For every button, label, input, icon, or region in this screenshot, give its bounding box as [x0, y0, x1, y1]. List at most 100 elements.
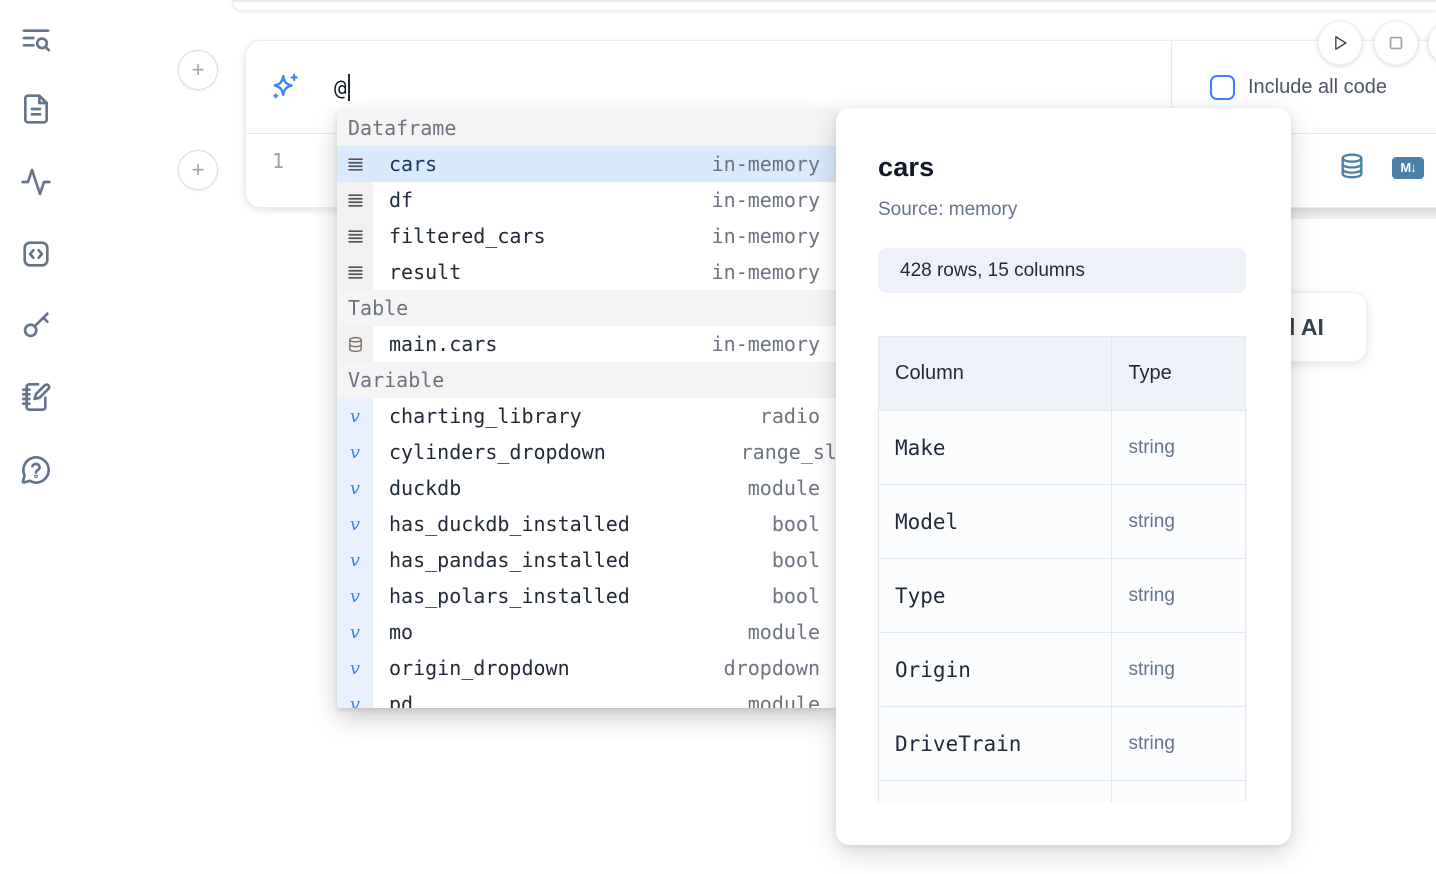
include-all-code-group: Include all code [1171, 41, 1436, 133]
dataframe-icon [337, 182, 373, 218]
prompt-text: @ [334, 75, 347, 100]
item-name: df [389, 188, 414, 212]
item-name: filtered_cars [389, 224, 546, 248]
variable-icon: v [337, 470, 373, 506]
ai-button-label: l AI [1289, 313, 1324, 340]
code-editor-row[interactable]: 1 M↓ [246, 134, 1436, 208]
autocomplete-item[interactable]: result in-memory [337, 254, 836, 290]
autocomplete-section-header: Dataframe [337, 110, 836, 146]
variable-icon: v [337, 542, 373, 578]
dataframe-icon [337, 218, 373, 254]
autocomplete-item[interactable]: main.cars in-memory [337, 326, 836, 362]
item-type: radio [759, 404, 820, 428]
item-type: dropdown [723, 656, 820, 680]
item-name: main.cars [389, 332, 498, 356]
item-type: bool [771, 584, 820, 608]
item-type: in-memory [711, 152, 820, 176]
preview-source: Source: memory [878, 199, 1018, 220]
column-name: Model [878, 484, 1113, 559]
variable-icon: v [337, 398, 373, 434]
key-icon[interactable] [19, 309, 53, 343]
item-type: bool [771, 548, 820, 572]
autocomplete-item[interactable]: df in-memory [337, 182, 836, 218]
item-type: in-memory [711, 260, 820, 284]
dataframe-preview-panel: cars Source: memory 428 rows, 15 columns… [836, 108, 1291, 845]
include-all-code-checkbox[interactable] [1210, 74, 1235, 100]
variable-icon: v [337, 686, 373, 708]
variable-icon: v [337, 506, 373, 542]
play-icon [1335, 36, 1347, 50]
add-cell-button[interactable]: + [178, 50, 218, 90]
markdown-icon[interactable]: M↓ [1392, 157, 1424, 179]
variable-icon: v [337, 614, 373, 650]
autocomplete-popup: Dataframe cars in-memory df in-memory filtere… [337, 110, 836, 708]
item-type: in-memory [711, 332, 820, 356]
column-type: string [1111, 558, 1246, 633]
column-type: string [1111, 484, 1246, 559]
item-type: range_sli [740, 440, 836, 464]
dataframe-icon [337, 254, 373, 290]
preview-shape-badge: 428 rows, 15 columns [878, 248, 1246, 293]
item-name: charting_library [389, 404, 582, 428]
include-all-code-label: Include all code [1248, 75, 1387, 98]
sidebar [0, 0, 70, 874]
dataframe-icon [337, 146, 373, 182]
snippets-icon[interactable] [19, 238, 53, 272]
scratchpad-icon[interactable] [19, 381, 53, 415]
column-type: string [1111, 410, 1246, 485]
text-cursor [347, 74, 350, 101]
schema-header-cell: Column [878, 336, 1113, 411]
column-name: Type [878, 558, 1113, 633]
item-type: module [747, 692, 820, 708]
item-name: has_polars_installed [389, 584, 630, 608]
item-type: module [747, 476, 820, 500]
autocomplete-item[interactable]: cars in-memory [337, 146, 836, 182]
line-number: 1 [272, 149, 285, 173]
autocomplete-section-header: Table [337, 290, 836, 326]
item-name: pd [389, 692, 414, 708]
database-icon [337, 326, 373, 362]
item-name: has_pandas_installed [389, 548, 630, 572]
run-cell-button[interactable] [1318, 21, 1362, 65]
autocomplete-item[interactable]: v has_pandas_installed bool [337, 542, 836, 578]
ai-prompt-input[interactable]: @ [334, 41, 1164, 134]
activity-icon[interactable] [19, 166, 53, 200]
schema-row-clipped [878, 780, 1246, 802]
schema-header-cell: Type [1111, 336, 1246, 411]
item-name: cylinders_dropdown [389, 440, 606, 464]
autocomplete-item[interactable]: v charting_library radio [337, 398, 836, 434]
stop-square-icon [1389, 36, 1403, 50]
item-name: has_duckdb_installed [389, 512, 630, 536]
variable-icon: v [337, 650, 373, 686]
item-name: result [389, 260, 462, 284]
datasource-icon[interactable] [1338, 152, 1366, 180]
column-type: string [1111, 706, 1246, 781]
text-search-icon[interactable] [19, 24, 53, 58]
item-type: in-memory [711, 188, 820, 212]
item-name: mo [389, 620, 414, 644]
item-name: cars [389, 152, 438, 176]
file-icon[interactable] [19, 93, 53, 127]
column-name: Origin [878, 632, 1113, 707]
add-cell-button[interactable]: + [178, 150, 218, 190]
preview-title: cars [878, 152, 935, 182]
stop-button[interactable] [1374, 21, 1418, 65]
help-bubble-icon[interactable] [19, 454, 53, 488]
autocomplete-section-header: Variable [337, 362, 836, 398]
column-name: DriveTrain [878, 706, 1113, 781]
